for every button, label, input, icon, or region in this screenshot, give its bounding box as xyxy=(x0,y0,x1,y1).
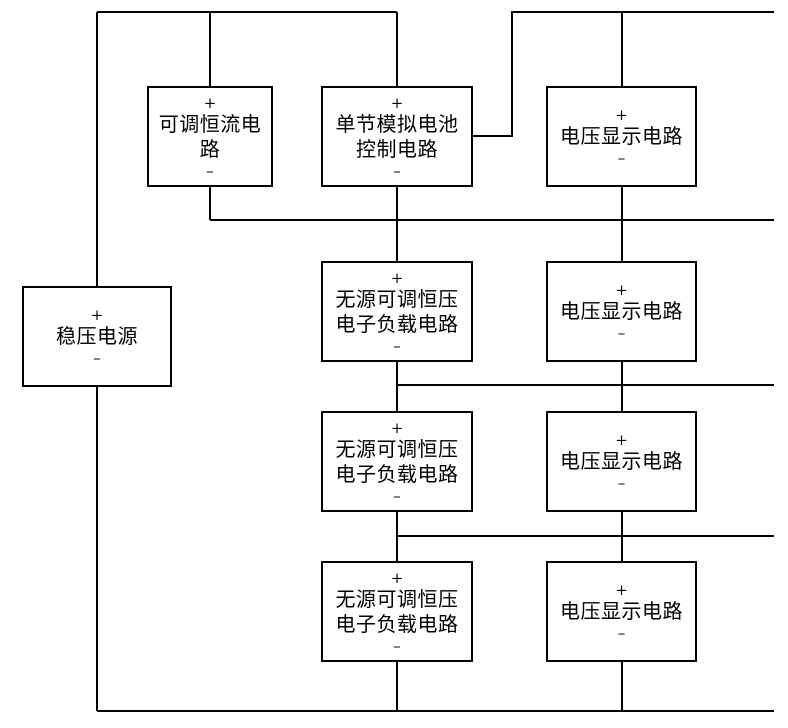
minus-terminal: – xyxy=(393,161,401,180)
block-label-line-2: 路 xyxy=(199,136,221,161)
block-label-line-1: 无源可调恒压 xyxy=(335,436,459,461)
minus-terminal: – xyxy=(617,149,626,167)
voltage-display-block-2: + 电压显示电路 – xyxy=(546,261,697,362)
block-label-line-2: 电子负载电路 xyxy=(335,311,459,336)
block-label-line-1: 单节模拟电池 xyxy=(335,111,459,136)
plus-terminal: + xyxy=(90,306,104,324)
block-label: 电压显示电路 xyxy=(560,124,683,148)
minus-terminal: – xyxy=(617,324,626,342)
minus-terminal: – xyxy=(206,161,214,180)
block-label: 电压显示电路 xyxy=(560,449,683,473)
minus-terminal: – xyxy=(393,486,401,505)
regulated-supply-block: + 稳压电源 – xyxy=(22,286,172,387)
plus-terminal: + xyxy=(203,93,217,112)
block-label-line-1: 无源可调恒压 xyxy=(335,286,459,311)
block-label-line-1: 可调恒流电 xyxy=(158,111,262,136)
minus-terminal: – xyxy=(617,624,626,642)
adjustable-constant-current-block: + 可调恒流电 路 – xyxy=(147,86,273,187)
plus-terminal: + xyxy=(390,93,404,112)
plus-terminal: + xyxy=(615,281,628,299)
block-label-line-1: 无源可调恒压 xyxy=(335,586,459,611)
block-label-line-2: 电子负载电路 xyxy=(335,611,459,636)
block-label: 稳压电源 xyxy=(56,324,138,348)
plus-terminal: + xyxy=(390,418,404,437)
passive-electronic-load-block-2: + 无源可调恒压 电子负载电路 – xyxy=(321,411,473,512)
plus-terminal: + xyxy=(390,568,404,587)
wire-battery-out xyxy=(472,11,774,137)
minus-terminal: – xyxy=(393,636,401,655)
block-label-line-2: 控制电路 xyxy=(356,136,438,161)
plus-terminal: + xyxy=(615,581,628,599)
voltage-display-block-1: + 电压显示电路 – xyxy=(546,86,697,187)
minus-terminal: – xyxy=(393,336,401,355)
minus-terminal: – xyxy=(617,474,626,492)
block-label-line-2: 电子负载电路 xyxy=(335,461,459,486)
minus-terminal: – xyxy=(93,349,101,367)
plus-terminal: + xyxy=(390,268,404,287)
voltage-display-block-4: + 电压显示电路 – xyxy=(546,561,697,662)
passive-electronic-load-block-1: + 无源可调恒压 电子负载电路 – xyxy=(321,261,473,362)
plus-terminal: + xyxy=(615,106,628,124)
passive-electronic-load-block-3: + 无源可调恒压 电子负载电路 – xyxy=(321,561,473,662)
block-label: 电压显示电路 xyxy=(560,299,683,323)
voltage-display-block-3: + 电压显示电路 – xyxy=(546,411,697,512)
battery-simulation-control-block: + 单节模拟电池 控制电路 – xyxy=(321,86,473,187)
plus-terminal: + xyxy=(615,431,628,449)
block-label: 电压显示电路 xyxy=(560,599,683,623)
